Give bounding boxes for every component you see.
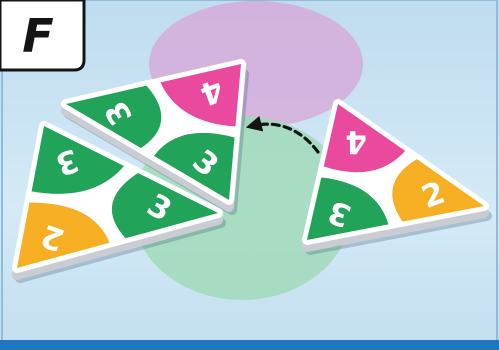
panel-label: F xyxy=(22,9,53,63)
bottom-bar xyxy=(0,340,499,350)
moving-tile-corner-1-value: 4 xyxy=(345,123,367,159)
panel-label-badge: F xyxy=(0,0,84,70)
